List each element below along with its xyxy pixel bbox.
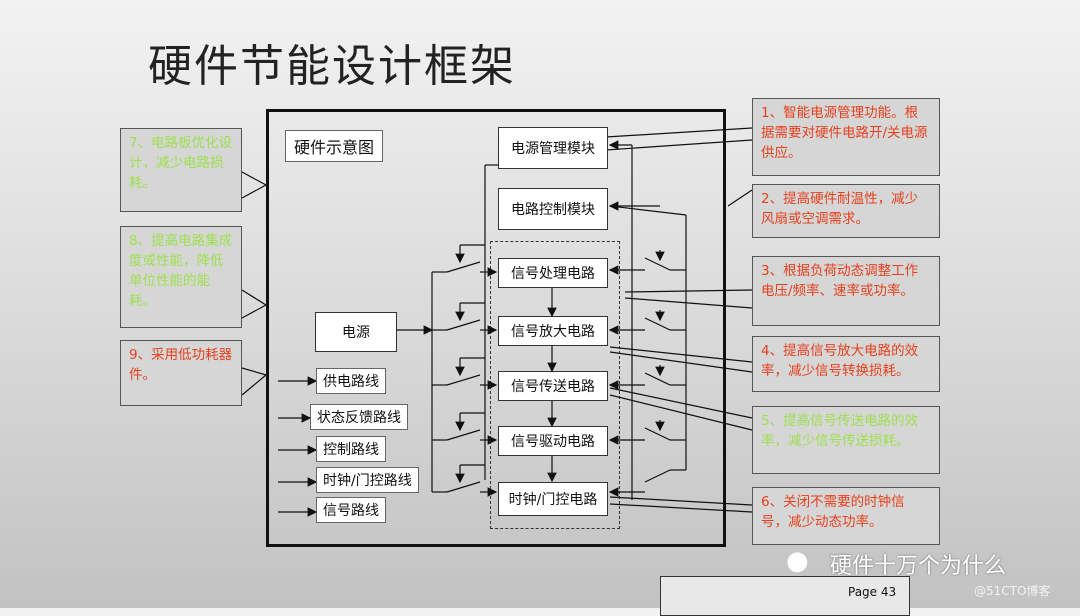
clock-gating-circuit: 时钟/门控电路 (498, 482, 608, 516)
callout-3: 3、根据负荷动态调整工作电压/频率、速率或功率。 (752, 256, 940, 326)
callout-5: 5、提高信号传送电路的效率，减少信号传送损耗。 (752, 406, 940, 474)
legend-signal-line: 信号路线 (316, 497, 386, 523)
page-title: 硬件节能设计框架 (148, 41, 516, 92)
callout-2: 2、提高硬件耐温性，减少风扇或空调需求。 (752, 184, 940, 238)
watermark-title: 硬件十万个为什么 (830, 554, 1007, 579)
power-management-module: 电源管理模块 (498, 127, 608, 169)
legend-power-line: 供电路线 (316, 368, 386, 394)
callout-7: 7、电路板优化设计，减少电路损耗。 (120, 128, 242, 212)
power-source: 电源 (315, 312, 397, 352)
legend-clock-line: 时钟/门控路线 (316, 467, 419, 493)
watermark-site: @51CTO博客 (974, 584, 1051, 598)
callout-9: 9、采用低功耗器件。 (120, 340, 242, 406)
callout-4: 4、提高信号放大电路的效率，减少信号转换损耗。 (752, 336, 940, 392)
page-number: Page 43 (848, 585, 897, 599)
diagram-header: 硬件示意图 (285, 130, 384, 162)
circuit-control-module: 电路控制模块 (498, 188, 608, 230)
diagram-frame (266, 109, 726, 547)
callout-8: 8、提高电路集成度或性能，降低单位性能的能耗。 (120, 226, 242, 328)
signal-amplifier-circuit: 信号放大电路 (498, 316, 608, 346)
signal-driver-circuit: 信号驱动电路 (498, 426, 608, 456)
wechat-icon: ● (786, 546, 809, 576)
legend-feedback-line: 状态反馈路线 (310, 404, 408, 430)
legend-control-line: 控制路线 (316, 436, 386, 462)
callout-1: 1、智能电源管理功能。根据需要对硬件电路开/关电源供应。 (752, 98, 940, 176)
signal-transmission-circuit: 信号传送电路 (498, 371, 608, 401)
callout-6: 6、关闭不需要的时钟信号，减少动态功率。 (752, 487, 940, 545)
signal-processing-circuit: 信号处理电路 (498, 258, 608, 288)
